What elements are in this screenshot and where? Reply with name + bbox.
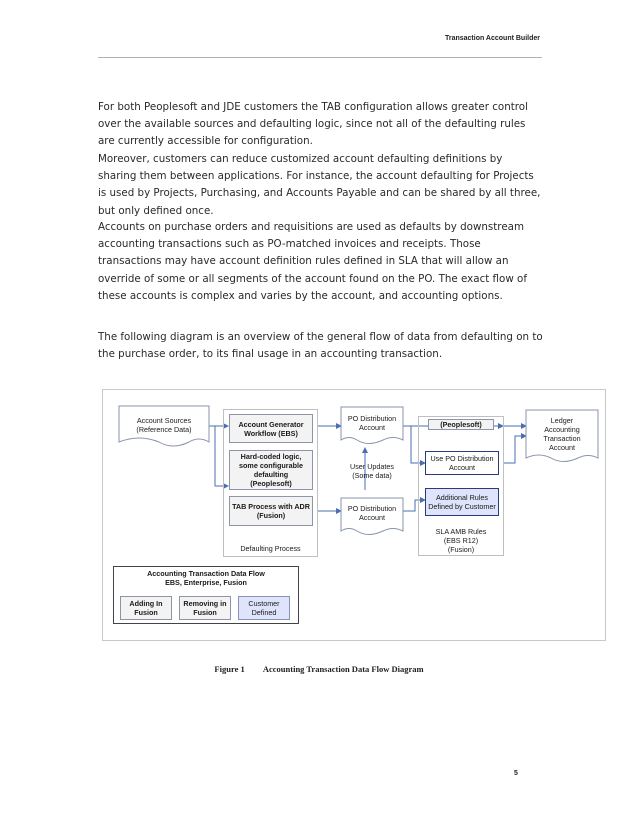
hardcoded-logic-box: Hard-coded logic, some configurable defa… [229,450,313,490]
additional-rules-box: Additional Rules Defined by Customer [425,488,499,516]
arrow-sources-to-tab [209,425,229,489]
use-po-distribution-box: Use PO Distribution Account [425,451,499,475]
legend-title: Accounting Transaction Data Flow EBS, En… [147,569,265,587]
paragraph-2: Moreover, customers can reduce customize… [98,153,541,217]
ledger-shape [525,409,599,462]
data-flow-diagram: Account Sources (Reference Data) Account… [102,389,606,641]
diagram-connectors [118,405,599,535]
account-sources-shape [118,405,210,447]
figure-caption: Figure 1 Accounting Transaction Data Flo… [0,664,638,674]
page-number: 5 [514,770,518,777]
po-dist-bottom-shape [340,497,404,535]
user-updates-label: User Updates (Some data) [350,462,394,480]
figure-number: Figure 1 [214,664,245,674]
sla-rules-group [418,416,504,556]
legend-adding-in-fusion: Adding In Fusion [120,596,172,620]
paragraph-3: Accounts on purchase orders and requisit… [98,221,527,302]
legend-removing-in-fusion: Removing in Fusion [179,596,231,620]
paragraph-4: The following diagram is an overview of … [98,331,543,361]
header-divider [98,57,542,58]
tab-process-box: TAB Process with ADR (Fusion) [229,496,313,526]
po-distribution-bottom: PO Distribution Account [347,504,397,522]
po-dist-top-shape [340,406,404,444]
defaulting-process-label: Defaulting Process [240,543,301,553]
arrow-po-to-use-po [410,426,426,466]
paragraph-1: For both Peoplesoft and JDE customers th… [98,101,528,148]
figure-caption-text: Accounting Transaction Data Flow Diagram [262,664,424,674]
running-header-title: Transaction Account Builder [444,35,540,42]
sla-amb-rules-label: SLA AMB Rules (EBS R12) (Fusion) [435,526,487,554]
account-sources: Account Sources (Reference Data) [136,416,192,434]
po-distribution-top: PO Distribution Account [347,414,397,432]
arrow-po-to-rules [403,497,426,512]
peoplesoft-box: (Peoplesoft) [428,419,494,430]
ledger-accounting-account: Ledger Accounting Transaction Account [543,416,581,452]
legend-customer-defined: Customer Defined [238,596,290,620]
account-generator-box: Account Generator Workflow (EBS) [229,414,313,443]
arrow-sla-to-ledger [503,433,527,464]
defaulting-process-group [223,409,318,557]
